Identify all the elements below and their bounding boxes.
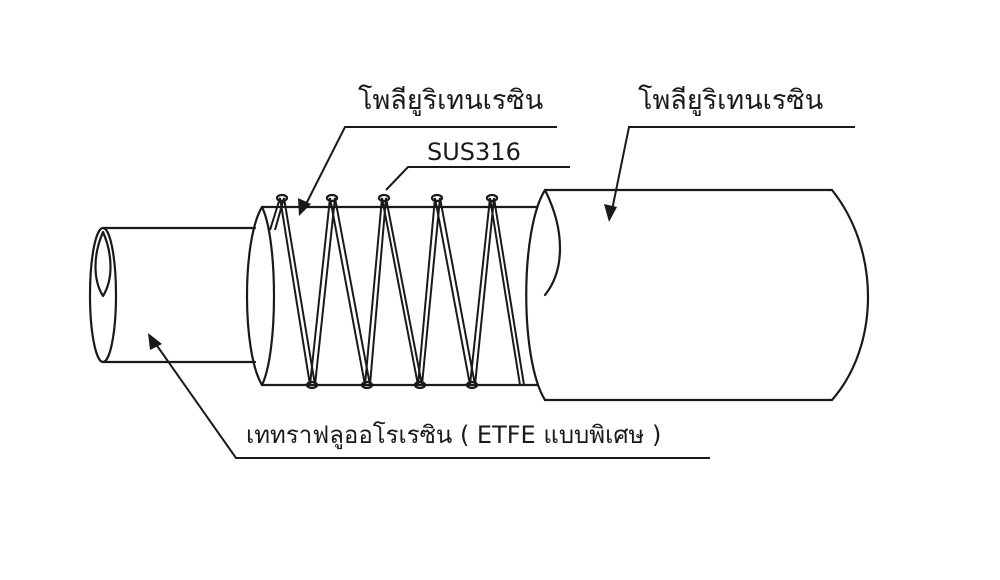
middle-layer-end: [245, 205, 264, 387]
inner-tube-bore: [94, 230, 112, 298]
inner-tube: [88, 226, 257, 364]
outer-cover: [525, 188, 870, 402]
label-reinforcement-wire: SUS316: [427, 138, 521, 166]
label-inner-cover: โพลียูริเทนเรซิน: [358, 85, 544, 116]
label-outer-cover: โพลียูริเทนเรซิน: [638, 85, 824, 116]
reinforcement-coil: [269, 193, 525, 390]
leader-lines: [148, 126, 855, 459]
inner-tube-end: [88, 226, 118, 364]
label-inner-tube: เททราฟลูออโรเรซิน ( ETFE แบบพิเศษ ): [246, 421, 662, 449]
